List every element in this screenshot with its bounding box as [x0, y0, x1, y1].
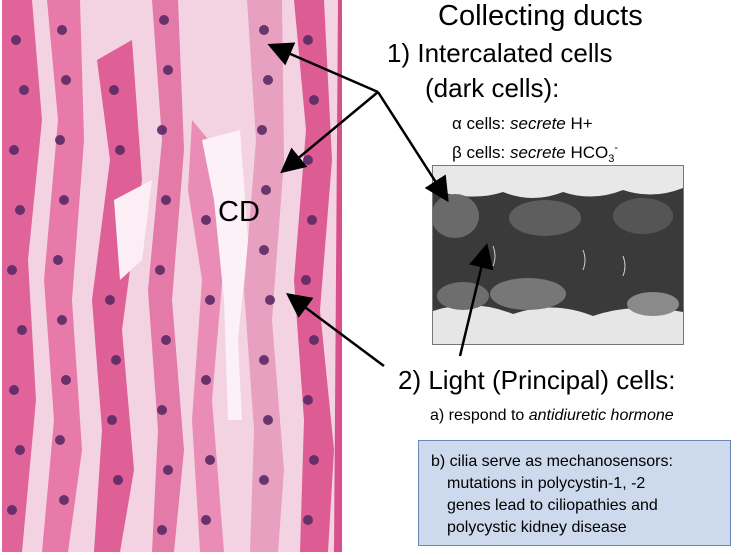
electron-micrograph [432, 165, 684, 345]
point-a-text: a) respond to [430, 407, 529, 424]
slide-title: Collecting ducts [438, 0, 643, 32]
lumen-label: CD [218, 196, 260, 228]
cilia-note-line: mutations in polycystin-1, -2 [447, 475, 646, 492]
electron-micrograph-image [433, 166, 683, 344]
point-a-emphasis: antidiuretic hormone [528, 407, 674, 424]
beta-verb: secrete [509, 143, 566, 162]
principal-point-a: a) respond to antidiuretic hormone [430, 406, 674, 426]
beta-symbol: β [452, 143, 462, 162]
principal-heading: 2) Light (Principal) cells: [398, 365, 676, 395]
intercalated-heading: 1) Intercalated cells [387, 38, 613, 68]
cilia-note-line: b) cilia serve as mechanosensors: [431, 453, 673, 470]
cilia-note-box: b) cilia serve as mechanosensors: mutati… [418, 440, 731, 546]
alpha-cells-line: α cells: secrete H+ [452, 114, 593, 134]
alpha-ion: H+ [565, 114, 593, 133]
beta-ion-superscript: - [614, 142, 619, 154]
beta-ion: HCO [565, 143, 609, 162]
beta-cells-line: β cells: secrete HCO3- [452, 138, 618, 169]
alpha-verb: secrete [510, 114, 566, 133]
alpha-text: cells: [461, 114, 511, 133]
histology-micrograph [2, 0, 342, 552]
intercalated-subheading: (dark cells): [425, 73, 560, 103]
cilia-note-line: polycystic kidney disease [447, 519, 627, 536]
beta-ion-subscript: 3 [608, 153, 615, 165]
beta-text: cells: [461, 143, 510, 162]
histology-image [2, 0, 342, 552]
cilia-note-line: genes lead to ciliopathies and [447, 497, 658, 514]
alpha-symbol: α [452, 114, 462, 133]
